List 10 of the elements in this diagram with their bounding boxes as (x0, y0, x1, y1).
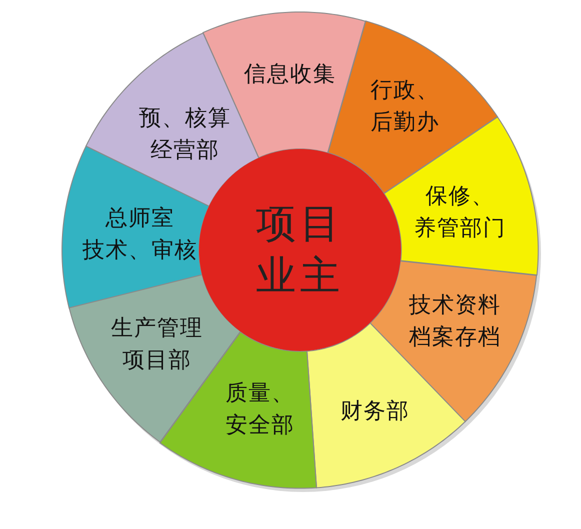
segment-label: 信息收集 (244, 61, 336, 90)
center-label: 项目业主 (256, 200, 344, 301)
segment-label: 保修、养管部门 (414, 183, 506, 243)
segment-label: 行政、后勤办 (370, 77, 440, 137)
segment-label: 技术资料档案存档 (408, 292, 501, 352)
segment-label: 财务部 (340, 398, 410, 426)
segment-label: 总师室技术、审核 (82, 205, 198, 265)
segment-label: 生产管理项目部 (110, 315, 203, 375)
segment-label: 质量、安全部 (225, 380, 294, 440)
segment-label: 预、核算经营部 (138, 105, 231, 165)
